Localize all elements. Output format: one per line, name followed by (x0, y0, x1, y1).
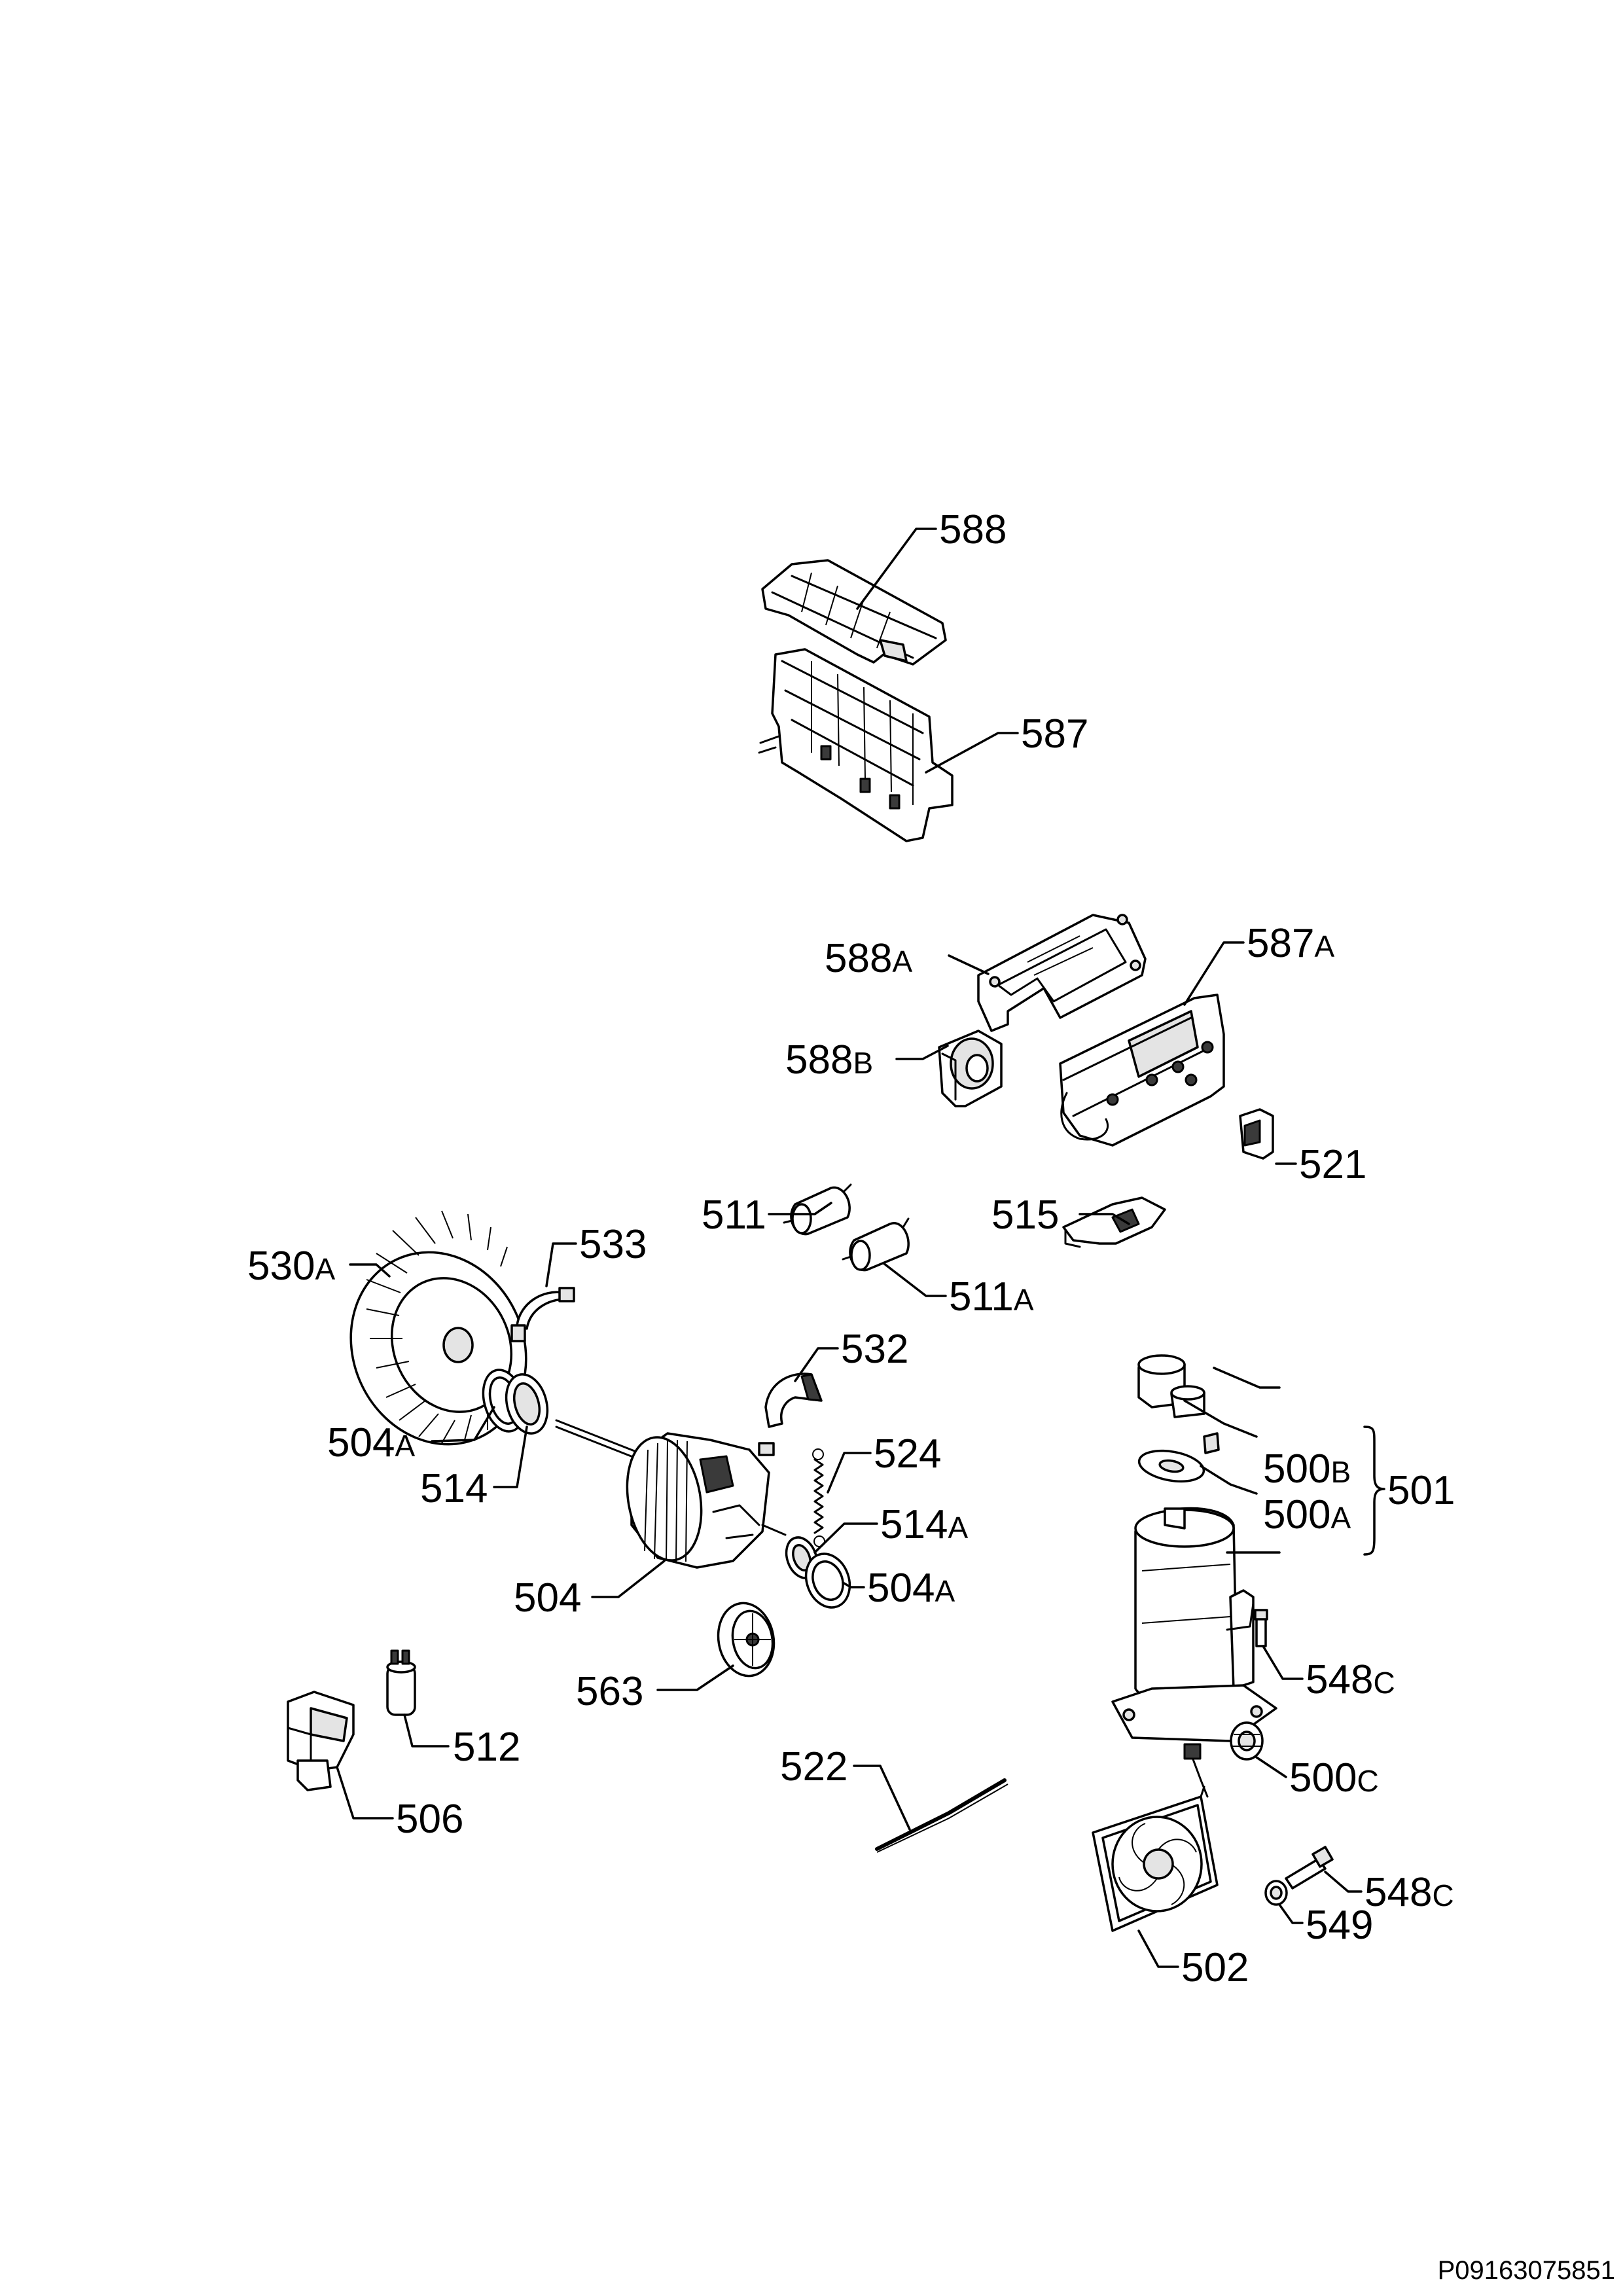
label-511A: 511A (949, 1274, 1034, 1319)
part-502-fan (1092, 1743, 1219, 1932)
label-501: 501 (1387, 1468, 1455, 1513)
label-500A: 500A (1263, 1492, 1351, 1537)
part-511A-capacitor (842, 1217, 910, 1272)
part-522-strip (875, 1778, 1008, 1853)
label-515: 515 (991, 1193, 1059, 1238)
document-code: P09163075851 (1438, 2256, 1615, 2285)
part-587-control-module (758, 648, 954, 842)
label-530A: 530A (247, 1244, 335, 1289)
label-521: 521 (1299, 1142, 1366, 1187)
part-548C-sensor-top (1254, 1609, 1268, 1647)
label-548C-bottom: 548C (1364, 1870, 1454, 1915)
label-533: 533 (579, 1222, 647, 1267)
part-500A-gasket (1137, 1449, 1205, 1483)
label-514: 514 (420, 1466, 488, 1511)
part-501-compressor (1111, 1507, 1277, 1742)
part-512-capacitor (386, 1649, 416, 1716)
part-504A-seal-right (804, 1552, 851, 1609)
label-563: 563 (576, 1669, 643, 1714)
label-522: 522 (780, 1744, 847, 1789)
leader-lines (336, 528, 1385, 1968)
part-533-clamp (510, 1287, 575, 1342)
label-548C-top: 548C (1306, 1657, 1395, 1702)
label-512: 512 (453, 1725, 520, 1770)
part-588A-frame (977, 914, 1147, 1032)
label-500B: 500B (1263, 1446, 1351, 1492)
part-500B-valve (1137, 1354, 1220, 1454)
part-515 (1062, 1196, 1166, 1248)
part-588-cover (761, 559, 947, 666)
part-588B (938, 1030, 1003, 1107)
label-524: 524 (874, 1431, 941, 1477)
part-504-motor (555, 1419, 787, 1569)
label-587A: 587A (1247, 921, 1334, 966)
part-500C-grommet (1230, 1721, 1264, 1761)
label-504A-right: 504A (867, 1566, 955, 1611)
part-548C-sensor-bottom (1285, 1846, 1334, 1890)
label-588A: 588A (825, 936, 912, 981)
part-563-pulley (717, 1602, 776, 1677)
part-labels: 588 587 588A 587A 588B 511 511A 515 521 … (247, 507, 1455, 1990)
part-587A-board (1059, 994, 1225, 1147)
label-500C: 500C (1289, 1755, 1379, 1801)
label-502: 502 (1181, 1945, 1249, 1990)
label-506: 506 (396, 1797, 463, 1842)
label-504A-left: 504A (327, 1420, 415, 1465)
part-511-capacitor (783, 1183, 852, 1236)
label-511: 511 (702, 1193, 766, 1238)
part-514-ring (505, 1373, 549, 1435)
part-521 (1239, 1108, 1274, 1160)
label-588B: 588B (785, 1037, 873, 1083)
part-532-cover (764, 1372, 823, 1428)
label-504: 504 (514, 1575, 581, 1621)
label-514A: 514A (880, 1502, 968, 1547)
label-587: 587 (1021, 711, 1088, 757)
label-588: 588 (939, 507, 1007, 552)
part-549-bushing (1264, 1880, 1288, 1906)
label-532: 532 (841, 1327, 908, 1372)
part-506-filter (287, 1691, 355, 1791)
part-524-spring (812, 1448, 825, 1547)
label-549: 549 (1306, 1903, 1373, 1948)
